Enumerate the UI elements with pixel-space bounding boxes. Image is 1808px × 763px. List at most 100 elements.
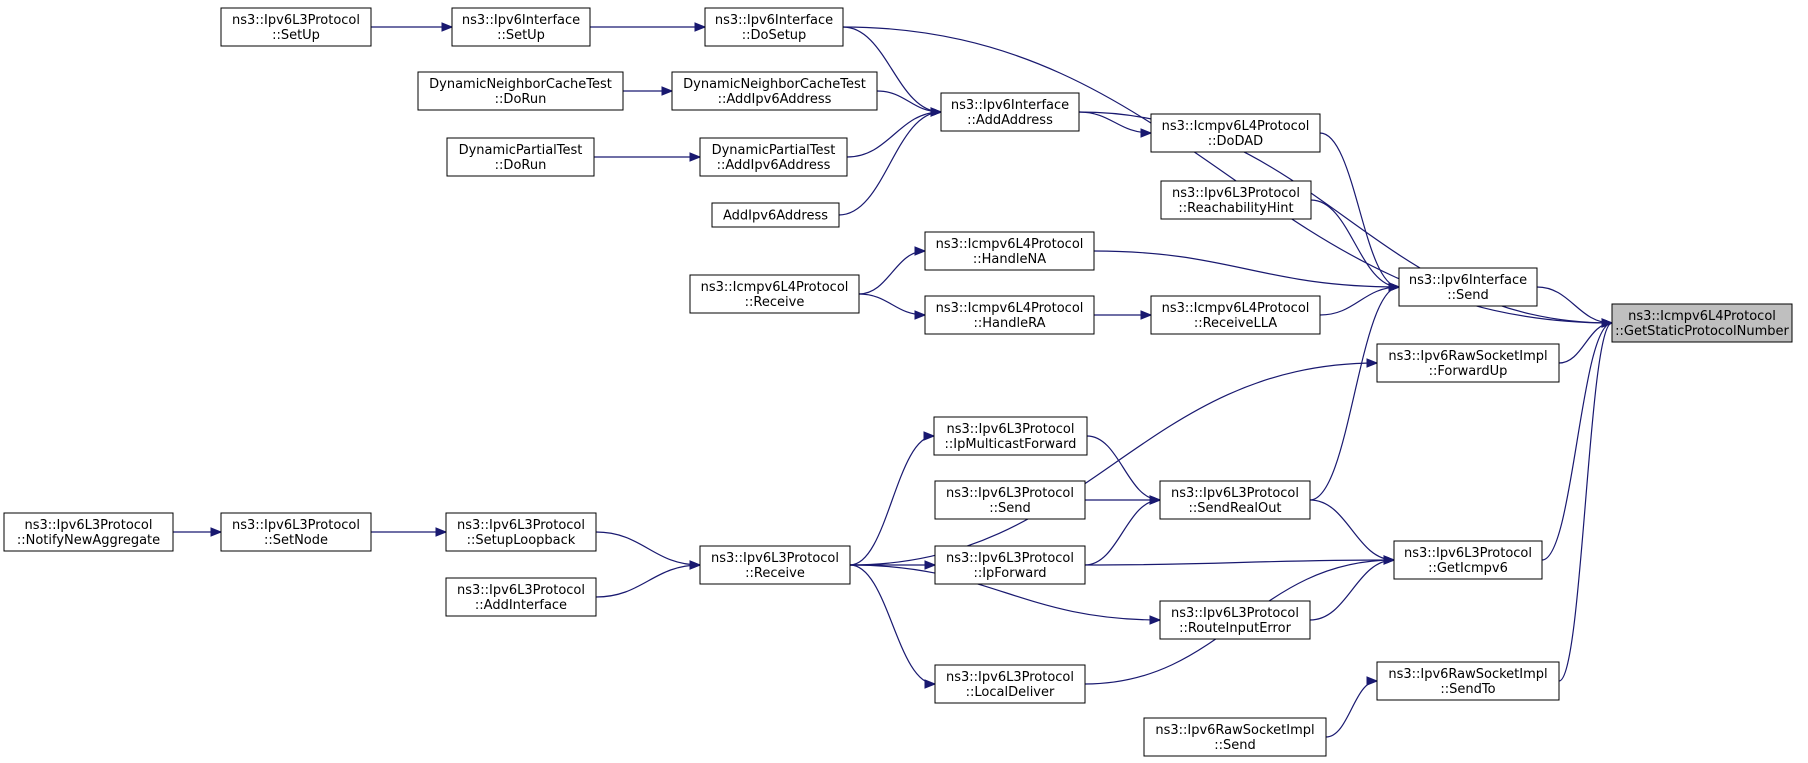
node-box[interactable] (933, 416, 1088, 456)
node-ipv6if-dosetup[interactable]: ns3::Ipv6Interface::DoSetup (704, 7, 844, 47)
edge-line (1309, 499, 1395, 561)
node-label-line: ::SendRealOut (1188, 501, 1281, 516)
node-box[interactable] (699, 545, 851, 585)
node-label-line: ::ReceiveLLA (1194, 316, 1277, 331)
node-box[interactable] (3, 512, 174, 552)
node-box[interactable] (1159, 600, 1311, 640)
node-rawsock-fwdup[interactable]: ns3::Ipv6RawSocketImpl::ForwardUp (1376, 343, 1560, 383)
node-box[interactable] (934, 545, 1086, 585)
node-rawsock-sendto[interactable]: ns3::Ipv6RawSocketImpl::SendTo (1376, 661, 1560, 701)
node-box[interactable] (711, 202, 840, 228)
node-box[interactable] (451, 7, 591, 47)
edge-ipv6l3-ipfwd-to-ipv6l3-geticmp (1084, 555, 1396, 566)
node-icmp-dodad[interactable]: ns3::Icmpv6L4Protocol::DoDAD (1150, 113, 1321, 153)
node-label-line: ::Send (1214, 738, 1256, 753)
node-icmp-handlena[interactable]: ns3::Icmpv6L4Protocol::HandleNA (924, 231, 1095, 271)
node-ipv6if-setup[interactable]: ns3::Ipv6Interface::SetUp (451, 7, 591, 47)
node-box[interactable] (220, 512, 372, 552)
node-box[interactable] (1398, 267, 1538, 307)
node-target[interactable]: ns3::Icmpv6L4Protocol::GetStaticProtocol… (1611, 303, 1793, 343)
node-label-line: DynamicNeighborCacheTest (429, 77, 612, 92)
node-ipv6if-addaddr[interactable]: ns3::Ipv6Interface::AddAddress (940, 92, 1080, 132)
node-box[interactable] (934, 664, 1086, 704)
node-label-line: ::AddInterface (475, 598, 567, 613)
node-label-line: ns3::Ipv6L3Protocol (457, 518, 585, 533)
node-icmp-handlera[interactable]: ns3::Icmpv6L4Protocol::HandleRA (924, 295, 1095, 335)
node-label-line: ::Send (1447, 288, 1489, 303)
node-label-line: ns3::Ipv6L3Protocol (946, 670, 1074, 685)
node-box[interactable] (445, 512, 597, 552)
node-dnc-dorun[interactable]: DynamicNeighborCacheTest::DoRun (417, 71, 624, 111)
node-box[interactable] (1159, 480, 1311, 520)
node-box[interactable] (1376, 343, 1560, 383)
edge-line (1325, 680, 1378, 738)
node-addipv6addr[interactable]: AddIpv6Address (711, 202, 840, 228)
node-ipv6l3-notify[interactable]: ns3::Ipv6L3Protocol::NotifyNewAggregate (3, 512, 174, 552)
node-ipv6l3-reach[interactable]: ns3::Ipv6L3Protocol::ReachabilityHint (1160, 180, 1312, 220)
node-box[interactable] (699, 137, 848, 177)
edge-line (849, 362, 1378, 566)
node-label-line: ::LocalDeliver (966, 685, 1055, 700)
edge-line (849, 564, 936, 685)
arrowhead-icon (914, 310, 927, 320)
edge-ipv6l3-receive-to-ipv6l3-ipmcast (849, 431, 936, 566)
edge-line (595, 564, 701, 598)
node-ipv6l3-setup[interactable]: ns3::Ipv6L3Protocol::SetUp (220, 7, 372, 47)
node-box[interactable] (1150, 295, 1321, 335)
node-rawsock-send[interactable]: ns3::Ipv6RawSocketImpl::Send (1143, 717, 1327, 757)
node-dp-dorun[interactable]: DynamicPartialTest::DoRun (446, 137, 595, 177)
node-label-line: ::DoDAD (1208, 134, 1263, 149)
node-ipv6l3-receive[interactable]: ns3::Ipv6L3Protocol::Receive (699, 545, 851, 585)
arrowhead-icon (1388, 282, 1401, 292)
arrowhead-icon (1601, 318, 1614, 328)
edge-line (595, 531, 701, 566)
node-label-line: ::SetupLoopback (467, 533, 576, 548)
node-box[interactable] (704, 7, 844, 47)
edge-line (1319, 286, 1400, 316)
node-box[interactable] (924, 231, 1095, 271)
node-dnc-addaddr[interactable]: DynamicNeighborCacheTest::AddIpv6Address (671, 71, 878, 111)
node-box[interactable] (1376, 661, 1560, 701)
node-label-line: AddIpv6Address (723, 209, 828, 224)
node-dp-addaddr[interactable]: DynamicPartialTest::AddIpv6Address (699, 137, 848, 177)
node-label-line: DynamicPartialTest (459, 143, 583, 158)
node-box[interactable] (1611, 303, 1793, 343)
node-box[interactable] (924, 295, 1095, 335)
node-label-line: ns3::Ipv6L3Protocol (232, 518, 360, 533)
node-ipv6l3-ipfwd[interactable]: ns3::Ipv6L3Protocol::IpForward (934, 545, 1086, 585)
node-box[interactable] (1393, 540, 1543, 580)
node-ipv6l3-addif[interactable]: ns3::Ipv6L3Protocol::AddInterface (445, 577, 597, 617)
nodes-layer: ns3::Icmpv6L4Protocol::GetStaticProtocol… (3, 7, 1793, 757)
node-box[interactable] (689, 274, 860, 314)
node-box[interactable] (671, 71, 878, 111)
node-ipv6l3-send[interactable]: ns3::Ipv6L3Protocol::Send (934, 480, 1086, 520)
node-ipv6if-send[interactable]: ns3::Ipv6Interface::Send (1398, 267, 1538, 307)
edge-ipv6l3-sendrealout-to-ipv6l3-geticmp (1309, 499, 1396, 565)
node-box[interactable] (417, 71, 624, 111)
node-ipv6l3-routeerr[interactable]: ns3::Ipv6L3Protocol::RouteInputError (1159, 600, 1311, 640)
node-label-line: ns3::Ipv6L3Protocol (711, 551, 839, 566)
node-box[interactable] (1150, 113, 1321, 153)
node-box[interactable] (446, 137, 595, 177)
node-box[interactable] (1143, 717, 1327, 757)
node-box[interactable] (445, 577, 597, 617)
node-label-line: ::RouteInputError (1179, 621, 1292, 636)
edge-line (1541, 322, 1613, 561)
node-ipv6l3-localdeliver[interactable]: ns3::Ipv6L3Protocol::LocalDeliver (934, 664, 1086, 704)
node-label-line: ::DoRun (495, 92, 547, 107)
edge-icmp-handlera-to-icmp-recvlla (1094, 310, 1153, 320)
edge-line (1309, 559, 1395, 621)
node-box[interactable] (1160, 180, 1312, 220)
node-ipv6l3-setnode[interactable]: ns3::Ipv6L3Protocol::SetNode (220, 512, 372, 552)
node-ipv6l3-ipmcast[interactable]: ns3::Ipv6L3Protocol::IpMulticastForward (933, 416, 1088, 456)
node-box[interactable] (934, 480, 1086, 520)
node-box[interactable] (220, 7, 372, 47)
node-icmp-recvlla[interactable]: ns3::Icmpv6L4Protocol::ReceiveLLA (1150, 295, 1321, 335)
edge-ipv6if-addaddr-to-icmp-dodad (1078, 111, 1153, 138)
node-icmp-receive[interactable]: ns3::Icmpv6L4Protocol::Receive (689, 274, 860, 314)
node-ipv6l3-geticmp[interactable]: ns3::Ipv6L3Protocol::GetIcmpv6 (1393, 540, 1543, 580)
node-box[interactable] (940, 92, 1080, 132)
arrowhead-icon (689, 152, 702, 162)
node-ipv6l3-sendrealout[interactable]: ns3::Ipv6L3Protocol::SendRealOut (1159, 480, 1311, 520)
node-ipv6l3-setuploop[interactable]: ns3::Ipv6L3Protocol::SetupLoopback (445, 512, 597, 552)
